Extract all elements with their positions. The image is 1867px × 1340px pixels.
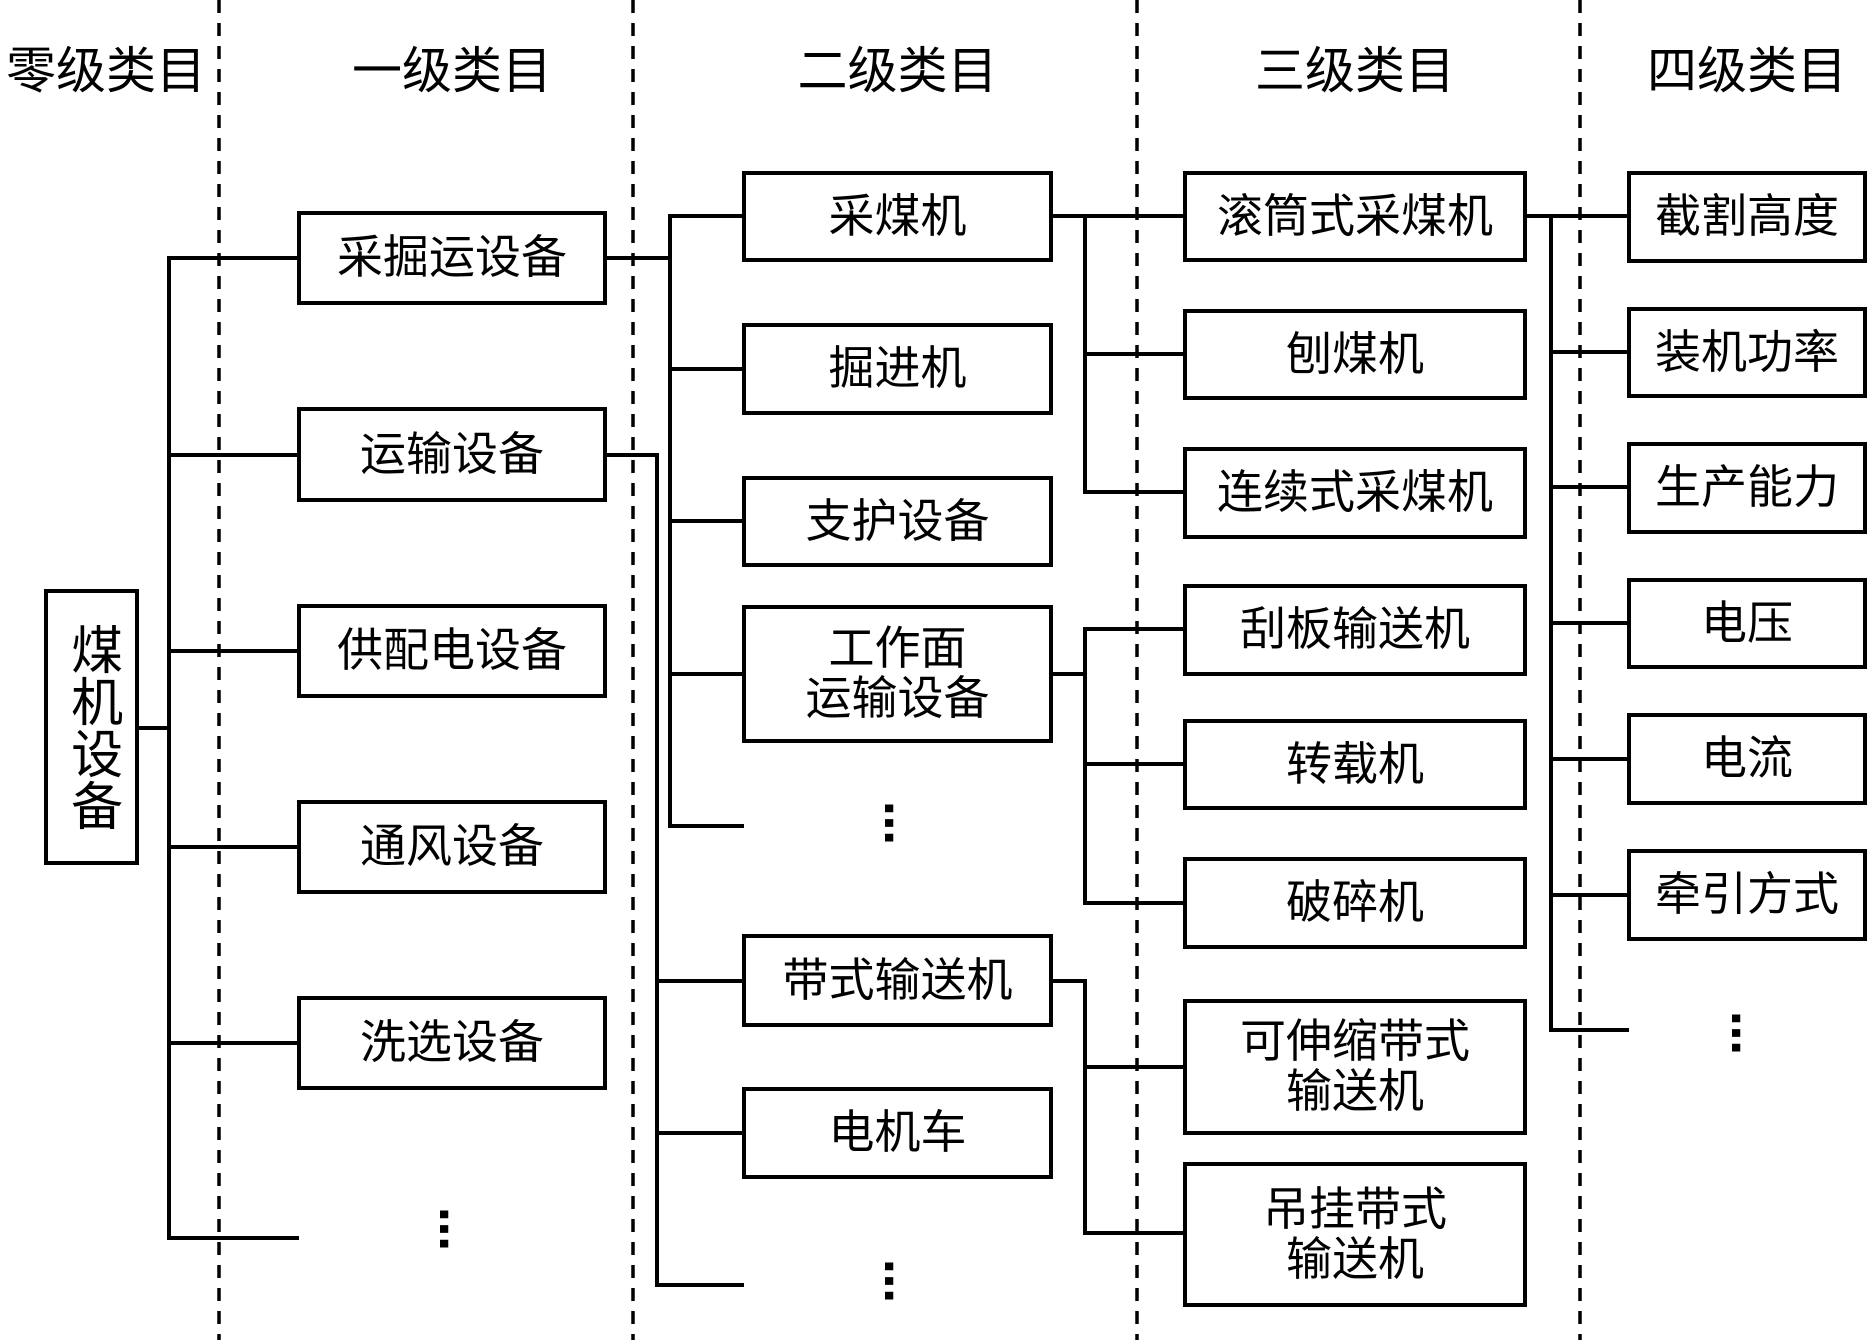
node-stage-loader: 转载机 <box>1183 719 1527 810</box>
ellipsis-level-2-mining: … <box>874 801 925 845</box>
header-level-0: 零级类目 <box>6 42 206 100</box>
node-transport-equipment: 运输设备 <box>297 407 607 502</box>
tree-connectors <box>137 214 1629 1287</box>
ellipsis-level-4: … <box>1721 1011 1772 1055</box>
node-power-supply-equipment: 供配电设备 <box>297 604 607 698</box>
node-scraper-conveyor: 刮板输送机 <box>1183 584 1527 676</box>
node-label-multiline: 可伸缩带式 输送机 <box>1240 1014 1470 1118</box>
column-dividers <box>217 0 1582 1340</box>
header-level-1: 一级类目 <box>352 42 552 100</box>
node-production-capacity: 生产能力 <box>1627 442 1867 534</box>
node-label-multiline: 吊挂带式 输送机 <box>1263 1181 1447 1286</box>
node-support-equipment: 支护设备 <box>742 476 1053 567</box>
node-drum-shearer: 滚筒式采煤机 <box>1183 171 1527 262</box>
ellipsis-level-2-transport: … <box>874 1259 925 1303</box>
node-label: 煤机设备 <box>61 623 122 831</box>
node-roadheader: 掘进机 <box>742 323 1053 415</box>
node-face-conveying-equipment: 工作面 运输设备 <box>742 605 1053 743</box>
node-crusher: 破碎机 <box>1183 857 1527 949</box>
node-belt-conveyor: 带式输送机 <box>742 934 1053 1027</box>
node-suspended-belt-conveyor: 吊挂带式 输送机 <box>1183 1162 1527 1307</box>
node-extensible-belt-conveyor: 可伸缩带式 输送机 <box>1183 999 1527 1135</box>
node-coal-plough: 刨煤机 <box>1183 309 1527 400</box>
header-level-4: 四级类目 <box>1647 42 1847 100</box>
ellipsis-level-1: … <box>429 1207 480 1251</box>
node-washing-equipment: 洗选设备 <box>297 996 607 1090</box>
node-mining-equipment: 采掘运设备 <box>297 211 607 305</box>
node-label-multiline: 工作面 运输设备 <box>805 621 990 725</box>
header-level-2: 二级类目 <box>797 42 998 100</box>
header-level-3: 三级类目 <box>1255 42 1455 100</box>
node-continuous-miner: 连续式采煤机 <box>1183 447 1527 539</box>
node-coal-machinery: 煤机设备 <box>44 589 139 865</box>
node-haulage-mode: 牵引方式 <box>1627 849 1867 941</box>
node-installed-power: 装机功率 <box>1627 307 1867 398</box>
node-current: 电流 <box>1627 713 1867 805</box>
node-voltage: 电压 <box>1627 578 1867 669</box>
node-shearer: 采煤机 <box>742 171 1053 262</box>
node-electric-locomotive: 电机车 <box>742 1087 1053 1179</box>
node-cutting-height: 截割高度 <box>1627 171 1867 263</box>
node-ventilation-equipment: 通风设备 <box>297 800 607 894</box>
